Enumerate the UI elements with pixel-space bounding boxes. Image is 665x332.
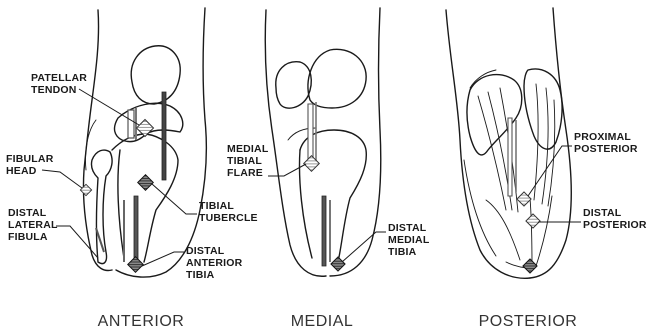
- label-medial-tibial-flare-line1: MEDIAL: [227, 143, 269, 155]
- anterior-limb-outline: [83, 8, 206, 277]
- proximal-posterior-electrode-lead: [508, 118, 512, 196]
- label-tibial-tubercle-line1: TIBIAL: [199, 200, 234, 212]
- label-distal-anterior-tibia-line2: ANTERIOR: [186, 257, 243, 269]
- distal-medial-tibia-diamond-electrode-icon: [331, 257, 345, 271]
- label-distal-lateral-fibula-line1: DISTAL: [8, 207, 47, 219]
- medial-electrodes: [304, 102, 345, 271]
- label-patellar-tendon: PATELLAR TENDON: [31, 72, 90, 96]
- anterior-electrodes: [80, 92, 166, 272]
- posterior-panel: PROXIMAL POSTERIOR DISTAL POSTERIOR POST…: [446, 8, 647, 330]
- leader-proximal-posterior: [528, 146, 572, 196]
- label-fibular-head-line2: HEAD: [6, 165, 37, 177]
- tibial-tubercle-diamond-electrode-icon: [138, 175, 154, 191]
- medial-tibial-flare-electrode-lead: [308, 104, 313, 160]
- fibular-head-diamond-electrode-icon: [80, 184, 91, 195]
- label-distal-medial-tibia-line1: DISTAL: [388, 222, 427, 234]
- leader-patellar-tendon: [79, 89, 139, 125]
- label-distal-medial-tibia-line3: TIBIA: [388, 246, 417, 258]
- medial-tibial-flare-diamond-electrode-icon: [304, 156, 320, 172]
- leader-fibular-head: [42, 170, 82, 188]
- distal-anterior-tibia-diamond-electrode-icon: [128, 257, 144, 273]
- patellar-tendon-electrode-lead: [128, 110, 134, 138]
- distal-anterior-tibia-electrode-lead: [134, 196, 138, 262]
- label-distal-medial-tibia-line2: MEDIAL: [388, 234, 430, 246]
- label-fibular-head: FIBULAR HEAD: [6, 153, 57, 177]
- label-distal-posterior: DISTAL POSTERIOR: [583, 207, 647, 231]
- label-proximal-posterior-line2: POSTERIOR: [574, 143, 638, 155]
- caption-posterior: POSTERIOR: [479, 313, 578, 330]
- label-medial-tibial-flare-line3: FLARE: [227, 167, 263, 179]
- distal-medial-tibia-electrode-lead: [322, 196, 326, 266]
- label-distal-anterior-tibia-line3: TIBIA: [186, 269, 215, 281]
- label-distal-medial-tibia: DISTAL MEDIAL TIBIA: [388, 222, 432, 258]
- label-proximal-posterior: PROXIMAL POSTERIOR: [574, 131, 638, 155]
- medial-panel: MEDIAL TIBIAL FLARE DISTAL MEDIAL TIBIA …: [227, 8, 432, 330]
- label-tibial-tubercle-line2: TUBERCLE: [199, 212, 258, 224]
- leader-distal-anterior-tibia: [142, 252, 184, 266]
- label-tibial-tubercle: TIBIAL TUBERCLE: [199, 200, 258, 224]
- label-fibular-head-line1: FIBULAR: [6, 153, 54, 165]
- caption-medial: MEDIAL: [291, 313, 354, 330]
- caption-anterior: ANTERIOR: [98, 313, 185, 330]
- label-medial-tibial-flare: MEDIAL TIBIAL FLARE: [227, 143, 271, 179]
- posterior-distal-tip-diamond-electrode-icon: [523, 259, 537, 273]
- label-distal-lateral-fibula-line2: LATERAL: [8, 219, 58, 231]
- label-distal-anterior-tibia-line1: DISTAL: [186, 245, 225, 257]
- tibial-tubercle-electrode-lead: [162, 92, 166, 180]
- label-medial-tibial-flare-line2: TIBIAL: [227, 155, 262, 167]
- anterior-panel: PATELLAR TENDON FIBULAR HEAD DISTAL LATE…: [6, 8, 258, 330]
- label-distal-lateral-fibula: DISTAL LATERAL FIBULA: [8, 207, 61, 243]
- label-distal-posterior-line2: POSTERIOR: [583, 219, 647, 231]
- distal-posterior-diamond-electrode-icon: [526, 214, 540, 228]
- leader-tibial-tubercle: [152, 184, 197, 214]
- label-distal-posterior-line1: DISTAL: [583, 207, 622, 219]
- label-patellar-tendon-line1: PATELLAR: [31, 72, 87, 84]
- label-proximal-posterior-line1: PROXIMAL: [574, 131, 631, 143]
- posterior-electrodes: [508, 118, 540, 273]
- label-distal-anterior-tibia: DISTAL ANTERIOR TIBIA: [186, 245, 246, 281]
- label-patellar-tendon-line2: TENDON: [31, 84, 77, 96]
- label-distal-lateral-fibula-line3: FIBULA: [8, 231, 48, 243]
